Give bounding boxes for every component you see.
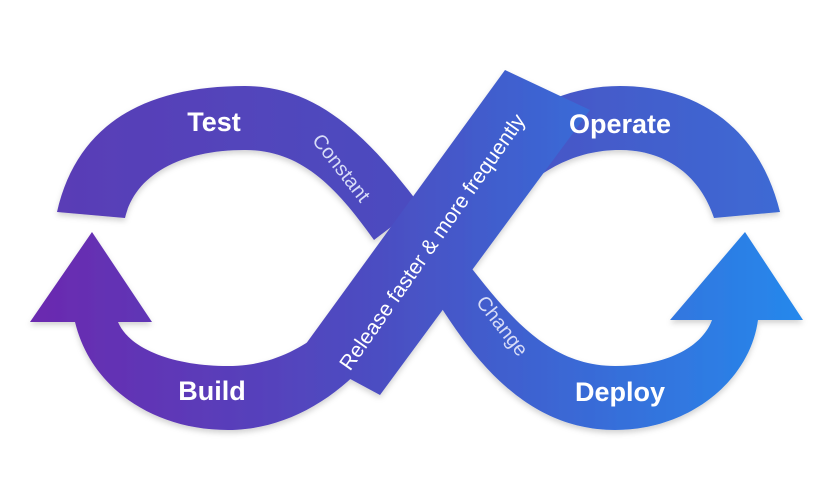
build-arc [30,232,408,430]
stage-operate-label: Operate [569,109,671,139]
stage-test-label: Test [187,107,241,137]
stage-deploy-label: Deploy [575,377,665,407]
release-band [300,70,590,395]
deploy-arc [418,232,803,430]
stage-build-label: Build [178,376,246,406]
test-arc [57,86,420,240]
